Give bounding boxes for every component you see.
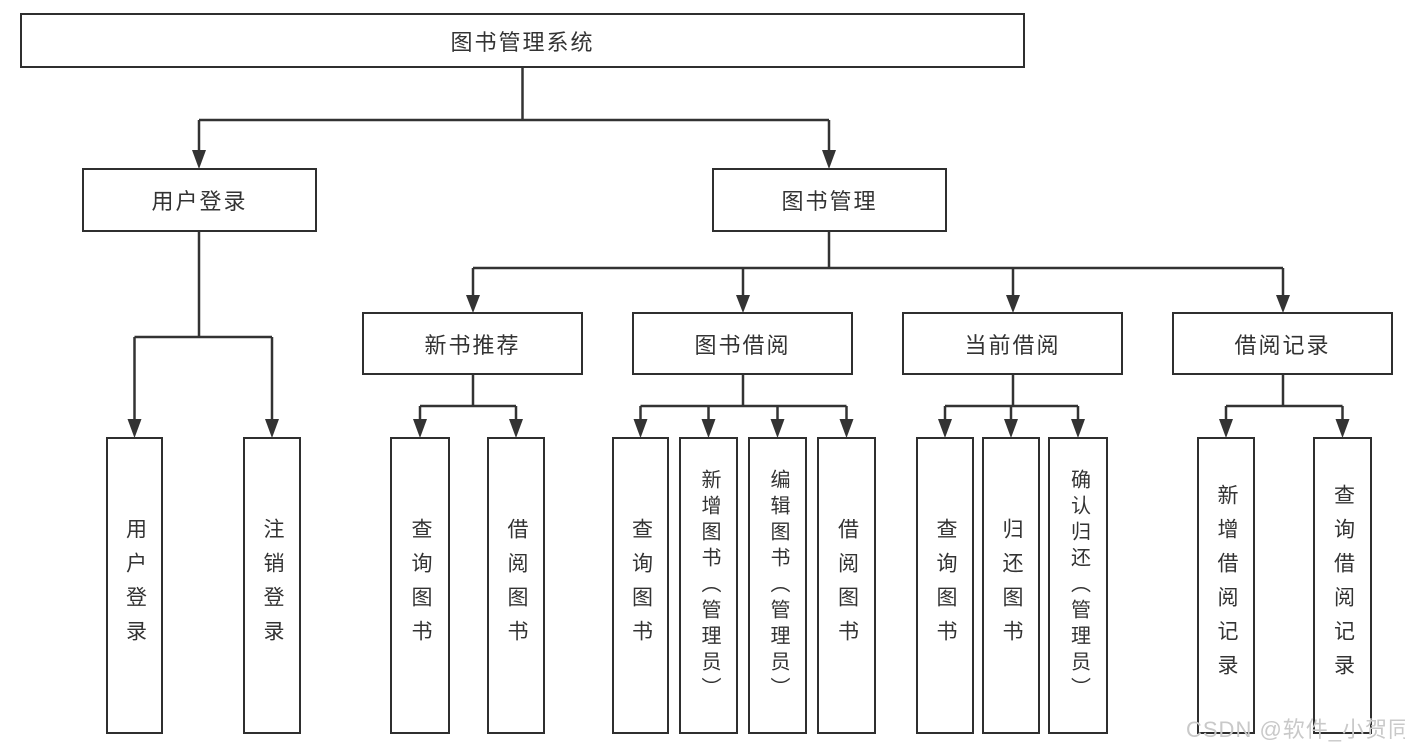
leaf-label: 新增图书（管理员） bbox=[698, 468, 720, 703]
leaf-label: 借阅图书 bbox=[505, 517, 529, 654]
arrowhead-down-icon bbox=[127, 419, 142, 438]
node-label: 用户登录 bbox=[151, 189, 248, 214]
leaf-label: 借阅图书 bbox=[835, 517, 859, 654]
arrowhead-down-icon bbox=[736, 295, 750, 313]
arrowhead-down-icon bbox=[701, 419, 716, 438]
arrowhead-down-icon bbox=[413, 419, 427, 438]
leaf-borrow-books: 借阅图书 bbox=[487, 437, 545, 734]
arrowhead-down-icon bbox=[192, 150, 206, 169]
watermark: CSDN @软件_小贺同学 bbox=[1186, 717, 1405, 742]
arrowhead-down-icon bbox=[1006, 295, 1020, 313]
node-label: 图书借阅 bbox=[694, 332, 791, 358]
leaf-label: 查询借阅记录 bbox=[1331, 483, 1355, 688]
node-borrowing-records: 借阅记录 bbox=[1172, 312, 1393, 375]
arrowhead-down-icon bbox=[839, 419, 854, 438]
node-label: 图书管理系统 bbox=[450, 29, 595, 55]
leaf-query-books: 查询图书 bbox=[390, 437, 450, 734]
arrowhead-down-icon bbox=[1004, 419, 1018, 438]
node-book-management: 图书管理 bbox=[712, 168, 947, 232]
arrowhead-down-icon bbox=[466, 295, 480, 313]
leaf-query-books: 查询图书 bbox=[612, 437, 669, 734]
arrowhead-down-icon bbox=[1335, 419, 1350, 438]
leaf-add-books-admin: 新增图书（管理员） bbox=[679, 437, 738, 734]
leaf-query-borrow-record: 查询借阅记录 bbox=[1313, 437, 1372, 734]
arrowhead-down-icon bbox=[938, 419, 952, 438]
node-library-management-system: 图书管理系统 bbox=[20, 13, 1025, 68]
leaf-confirm-return-admin: 确认归还（管理员） bbox=[1048, 437, 1108, 734]
arrowhead-down-icon bbox=[1071, 419, 1085, 438]
leaf-query-books: 查询图书 bbox=[916, 437, 974, 734]
leaf-label: 编辑图书（管理员） bbox=[767, 468, 789, 703]
node-book-borrowing: 图书借阅 bbox=[632, 312, 853, 375]
connector-book-borrow-to-leaves bbox=[633, 375, 854, 438]
leaf-label: 查询图书 bbox=[629, 517, 653, 654]
leaf-return-books: 归还图书 bbox=[982, 437, 1040, 734]
node-label: 图书管理 bbox=[781, 189, 878, 214]
leaf-label: 查询图书 bbox=[409, 517, 433, 654]
leaf-user-login: 用户登录 bbox=[106, 437, 163, 734]
node-label: 当前借阅 bbox=[964, 332, 1061, 358]
leaf-label: 查询图书 bbox=[934, 517, 958, 654]
arrowhead-down-icon bbox=[633, 419, 648, 438]
arrowhead-down-icon bbox=[822, 150, 836, 169]
leaf-label: 注销登录 bbox=[261, 517, 285, 654]
arrowhead-down-icon bbox=[1219, 419, 1233, 438]
leaf-borrow-books: 借阅图书 bbox=[817, 437, 876, 734]
connector-borrow-records-to-leaves bbox=[1219, 375, 1350, 438]
node-user-login: 用户登录 bbox=[82, 168, 317, 232]
node-label: 借阅记录 bbox=[1234, 332, 1331, 358]
connector-user-login-to-leaves bbox=[127, 232, 279, 438]
node-new-book-recommend: 新书推荐 bbox=[362, 312, 583, 375]
arrowhead-down-icon bbox=[509, 419, 523, 438]
leaf-label: 归还图书 bbox=[1000, 517, 1024, 654]
arrowhead-down-icon bbox=[1276, 295, 1290, 313]
connector-new-books-to-leaves bbox=[413, 375, 523, 438]
arrowhead-down-icon bbox=[265, 419, 279, 438]
connector-book-mgmt-to-level2 bbox=[466, 232, 1290, 313]
node-label: 新书推荐 bbox=[424, 332, 521, 358]
node-current-borrowing: 当前借阅 bbox=[902, 312, 1123, 375]
leaf-logout: 注销登录 bbox=[243, 437, 301, 734]
connector-root-to-level1 bbox=[192, 68, 836, 169]
connector-current-borrow-to-leaves bbox=[938, 375, 1085, 438]
leaf-add-borrow-record: 新增借阅记录 bbox=[1197, 437, 1255, 734]
leaf-label: 确认归还（管理员） bbox=[1067, 468, 1090, 703]
leaf-label: 新增借阅记录 bbox=[1215, 483, 1239, 688]
leaf-label: 用户登录 bbox=[123, 517, 147, 654]
leaf-edit-books-admin: 编辑图书（管理员） bbox=[748, 437, 807, 734]
arrowhead-down-icon bbox=[770, 419, 785, 438]
